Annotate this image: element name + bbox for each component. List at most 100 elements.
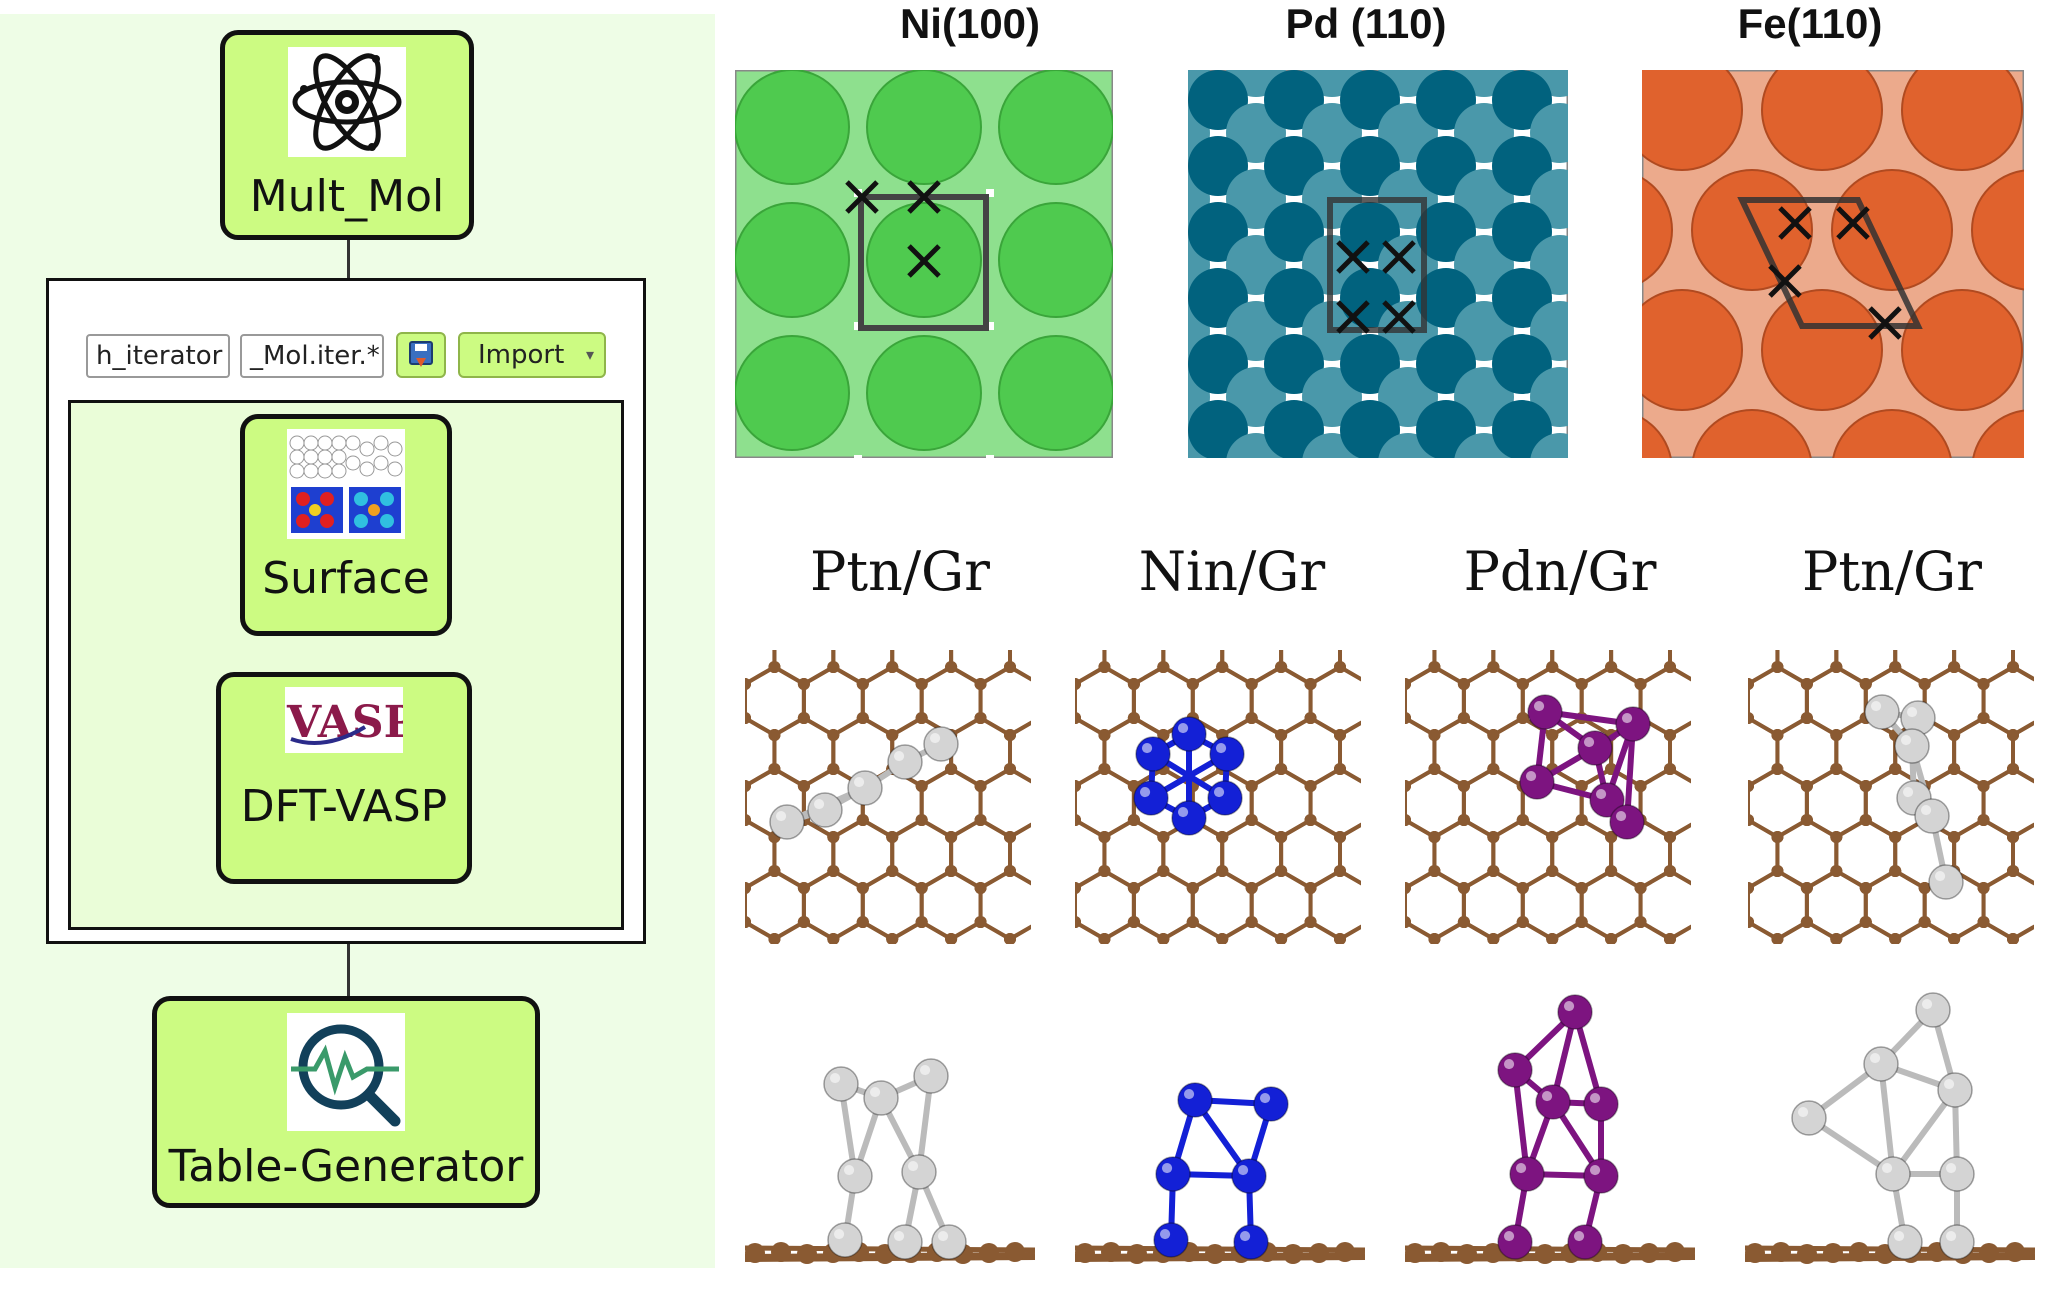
carbon-atom bbox=[1335, 1242, 1355, 1262]
ni-atom bbox=[866, 335, 982, 451]
adsorption-site-marks bbox=[1768, 206, 1902, 340]
connector-line bbox=[347, 237, 350, 279]
pt-bond bbox=[1878, 1063, 1896, 1175]
fe-atom bbox=[1971, 169, 2024, 291]
cluster-title-pt: Ptn/Gr bbox=[810, 540, 990, 603]
fe-atom bbox=[1761, 289, 1883, 411]
carbon-atom bbox=[1428, 661, 1441, 673]
carbon-atom bbox=[1748, 712, 1754, 724]
carbon-atom bbox=[1157, 865, 1170, 877]
surface-thumbnail bbox=[287, 429, 405, 539]
atom-highlight bbox=[1525, 770, 1537, 782]
carbon-atom bbox=[1977, 780, 1990, 792]
carbon-atom bbox=[1428, 865, 1441, 877]
atom-highlight bbox=[937, 1230, 949, 1242]
atom-highlight bbox=[1621, 712, 1633, 724]
carbon-atom bbox=[1275, 933, 1288, 944]
atom-highlight bbox=[1563, 1000, 1575, 1012]
carbon-atom bbox=[1889, 661, 1902, 673]
atom-highlight bbox=[833, 1228, 845, 1240]
graphene-ring bbox=[978, 868, 1031, 942]
carbon-atom bbox=[1771, 865, 1784, 877]
atom-highlight bbox=[1215, 742, 1227, 754]
fe-atom bbox=[1692, 409, 1812, 458]
carbon-atom bbox=[1487, 763, 1500, 775]
atom-icon bbox=[288, 47, 406, 157]
dft-vasp-label: DFT-VASP bbox=[240, 781, 448, 832]
atom-highlight bbox=[1213, 786, 1225, 798]
atom-highlight bbox=[1921, 998, 1933, 1010]
carbon-atom bbox=[1516, 814, 1529, 826]
atom-highlight bbox=[1237, 1164, 1249, 1176]
carbon-atom bbox=[797, 780, 810, 792]
ni-atom bbox=[998, 70, 1113, 185]
carbon-atom bbox=[1748, 678, 1754, 690]
pt-atom bbox=[923, 726, 959, 762]
chevron-down-icon: ▾ bbox=[585, 345, 594, 364]
carbon-atom bbox=[1405, 916, 1411, 928]
cluster-title-pt-2: Ptn/Gr bbox=[1802, 540, 1982, 603]
dft-vasp-node[interactable]: VASP DFT-VASP bbox=[216, 672, 472, 884]
carbon-atom bbox=[1431, 1242, 1451, 1262]
pt-atom bbox=[847, 770, 883, 806]
carbon-atom bbox=[974, 882, 987, 894]
carbon-atom bbox=[974, 780, 987, 792]
carbon-atom bbox=[1948, 729, 1961, 741]
carbon-atom bbox=[1457, 1244, 1477, 1264]
carbon-atom bbox=[974, 814, 987, 826]
carbon-atom bbox=[1575, 916, 1588, 928]
carbon-atom bbox=[1977, 814, 1990, 826]
carbon-atom bbox=[1889, 763, 1902, 775]
pd-atom bbox=[1557, 994, 1593, 1030]
carbon-atom bbox=[1918, 916, 1931, 928]
carbon-atom bbox=[1830, 933, 1843, 944]
carbon-atom bbox=[1634, 780, 1647, 792]
carbon-atom bbox=[827, 831, 840, 843]
carbon-atom bbox=[915, 712, 928, 724]
carbon-atom bbox=[1334, 661, 1347, 673]
carbon-atom bbox=[1948, 763, 1961, 775]
carbon-atom bbox=[856, 916, 869, 928]
carbon-atom bbox=[1665, 1242, 1685, 1262]
table-generator-node[interactable]: Table-Generator bbox=[152, 996, 540, 1208]
carbon-atom bbox=[768, 661, 781, 673]
carbon-atom bbox=[1800, 780, 1813, 792]
fe-110-surface bbox=[1642, 70, 2024, 458]
carbon-atom bbox=[1186, 882, 1199, 894]
ni-atom bbox=[1207, 780, 1243, 816]
carbon-atom bbox=[1075, 882, 1081, 894]
carbon-atom bbox=[797, 1244, 817, 1264]
ni-atom bbox=[1153, 1222, 1189, 1258]
fe-atom bbox=[1831, 169, 1953, 291]
iterator-field[interactable]: h_iterator bbox=[86, 334, 230, 378]
carbon-atom bbox=[2007, 933, 2020, 944]
carbon-atom bbox=[1546, 661, 1559, 673]
atom-highlight bbox=[1920, 804, 1932, 816]
carbon-atom bbox=[1304, 916, 1317, 928]
carbon-atom bbox=[1457, 814, 1470, 826]
atom-highlight bbox=[1503, 1058, 1515, 1070]
adsorption-site-marks bbox=[1336, 240, 1416, 334]
atom-highlight bbox=[1515, 1162, 1527, 1174]
atom-highlight bbox=[1869, 1052, 1881, 1064]
atom-highlight bbox=[853, 776, 865, 788]
ni-atom bbox=[998, 202, 1113, 318]
mult-mol-node[interactable]: Mult_Mol bbox=[220, 30, 474, 240]
carbon-atom bbox=[1405, 882, 1411, 894]
atom-highlight bbox=[1934, 870, 1946, 882]
save-button[interactable] bbox=[396, 332, 446, 378]
import-dropdown[interactable]: Import ▾ bbox=[458, 332, 606, 378]
atom-highlight bbox=[1583, 736, 1595, 748]
carbon-atom bbox=[1487, 729, 1500, 741]
pt-atom bbox=[887, 1224, 923, 1260]
carbon-atom bbox=[2007, 661, 2020, 673]
pattern-field[interactable]: _Mol.iter.* bbox=[240, 334, 384, 378]
surface-node[interactable]: Surface bbox=[240, 414, 452, 636]
pd-atom bbox=[1577, 730, 1613, 766]
carbon-atom bbox=[797, 882, 810, 894]
carbon-atom bbox=[1334, 933, 1347, 944]
graphene-top-view-pt bbox=[745, 650, 1031, 944]
import-label: Import bbox=[478, 340, 565, 370]
carbon-atom bbox=[1546, 831, 1559, 843]
ni-atom bbox=[735, 70, 850, 185]
